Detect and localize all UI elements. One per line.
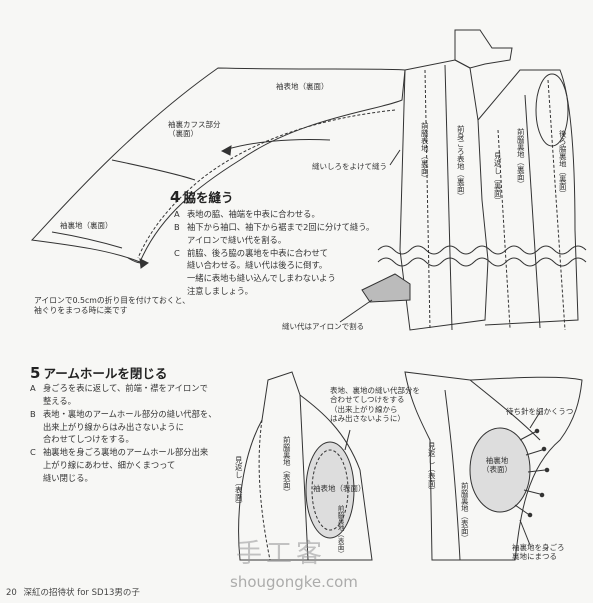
label-front-side-lining-small: 前脇裏地（表面） bbox=[336, 505, 345, 557]
label-sleeve-to-body: 袖裏地を身ごろ 裏地にまつる bbox=[512, 543, 565, 562]
section5-title: アームホールを閉じる bbox=[43, 366, 168, 381]
section4-steps: A 表地の脇、袖端を中表に合わせる。 B 袖下から袖口、袖下から裾まで2回に分けて縫… bbox=[174, 208, 374, 298]
label-front-side-lining: 前脇裏地（裏面） bbox=[516, 128, 526, 188]
section4-step-b: B 袖下から袖口、袖下から裾まで2回に分けて縫う。 アイロンで縫い代を割る。 bbox=[174, 221, 374, 247]
section5-step-b: B 表地・裏地のアームホール部分の縫い代部を、 出来上がり線からはみ出さないように… bbox=[30, 408, 217, 447]
label-sleeve-cuff: 袖裏カフス部分 （裏面） bbox=[168, 120, 221, 139]
label-seam-note: 表地、裏地の縫い代部分を 合わせてしつけをする （出来上がり線から はみ出さない… bbox=[330, 386, 420, 424]
section5-step-a: A 身ごろを表に返して、前端・襟をアイロンで 整える。 bbox=[30, 382, 217, 408]
step-mark: C bbox=[174, 247, 180, 258]
step-text: 表地・裏地のアームホール部分の縫い代部を、 出来上がり線からはみ出さないように … bbox=[43, 408, 217, 445]
back-panel bbox=[477, 69, 579, 326]
step-text: 表地の脇、袖端を中表に合わせる。 bbox=[187, 209, 320, 219]
pin-4 bbox=[523, 489, 541, 495]
body-front-2 bbox=[238, 371, 373, 561]
label-avoid-seam: 縫いしろをよけて縫う bbox=[312, 162, 387, 171]
section5-step-c: C 袖裏地を身ごろ裏地のアームホール部分出来 上がり線にあわせ、細かくまつって 縫… bbox=[30, 446, 217, 485]
sleeve-arrow-head bbox=[220, 145, 232, 156]
pin-3 bbox=[527, 469, 546, 473]
page-number: 20 bbox=[6, 588, 17, 598]
label-blind-stitch: 待ち針を細かくうつ bbox=[506, 407, 574, 416]
pin-5 bbox=[514, 504, 529, 515]
sleeve-stitch-line bbox=[137, 109, 396, 259]
step-text: 袖下から袖口、袖下から裾まで2回に分けて縫う。 アイロンで縫い代を割る。 bbox=[187, 221, 375, 245]
section4-step-a: A 表地の脇、袖端を中表に合わせる。 bbox=[174, 208, 374, 221]
watermark-url: shougongke.com bbox=[230, 573, 358, 591]
label-sleeve-lining: 袖裏地（裏面） bbox=[60, 221, 113, 230]
break-line bbox=[377, 245, 587, 255]
label-front-side-lining-front: 前脇裏地（表面） bbox=[282, 436, 292, 496]
label-front-side-lining-front-2: 前脇裏地（表面） bbox=[460, 482, 470, 542]
step-mark: B bbox=[30, 408, 36, 419]
sleeve-seam bbox=[111, 159, 196, 181]
sleeve-arrow bbox=[224, 138, 331, 151]
section4-step-c: C 前脇、後ろ脇の裏地を中表に合わせて 縫い合わせる。縫い代は後ろに倒す。 一緒に… bbox=[174, 247, 374, 298]
step-text: 前脇、後ろ脇の裏地を中表に合わせて 縫い合わせる。縫い代は後ろに倒す。 一緒に表… bbox=[187, 247, 336, 297]
label-back-side-lining: 後ろ脇裏地（裏面） bbox=[558, 130, 568, 198]
label-sleeve-outer: 袖表地（裏面） bbox=[276, 82, 329, 91]
armhole-oval bbox=[305, 441, 355, 539]
step-mark: C bbox=[30, 447, 36, 458]
label-facing: 見返し（裏面） bbox=[493, 152, 503, 205]
label-sleeve-outer-front: 袖表地（表面） bbox=[313, 484, 366, 493]
step-text: 袖裏地を身ごろ裏地のアームホール部分出来 上がり線にあわせ、細かくまつって 縫い… bbox=[43, 447, 209, 484]
label-facing-front-2: 見返し（表面） bbox=[427, 442, 437, 495]
pin-2 bbox=[525, 449, 543, 456]
page-footer: 20 深紅の招待状 for SD13男の子 bbox=[6, 586, 140, 598]
sleeve-fold bbox=[51, 231, 123, 249]
section5-steps: A 身ごろを表に返して、前端・襟をアイロンで 整える。 B 表地・裏地のアームホール… bbox=[30, 382, 217, 485]
section4-title: 脇を縫う bbox=[183, 190, 234, 205]
iron-shape bbox=[361, 273, 411, 303]
sleeve-outline bbox=[30, 67, 406, 263]
step-mark: B bbox=[174, 221, 180, 232]
label-sleeve-lining-front: 袖裏地 （表面） bbox=[482, 456, 512, 475]
label-iron-seam: 縫い代はアイロンで割る bbox=[282, 322, 365, 331]
pin-1 bbox=[519, 431, 536, 441]
label-front-side-outer: 前脇表地（裏面） bbox=[420, 122, 430, 182]
section4-number: 4 bbox=[170, 188, 181, 206]
body-front-3 bbox=[404, 371, 583, 561]
label-front-outer: 前身ごろ表地（裏面） bbox=[456, 125, 466, 200]
watermark-logo: 手工客 bbox=[236, 539, 327, 569]
collar bbox=[454, 29, 513, 69]
book-title: 深紅の招待状 for SD13男の子 bbox=[23, 588, 140, 598]
step-mark: A bbox=[30, 383, 36, 393]
label-facing-front: 見返し（表面） bbox=[234, 456, 244, 509]
section5-number: 5 bbox=[30, 364, 41, 382]
front-panel bbox=[399, 59, 489, 331]
sleeve-lining-oval bbox=[469, 427, 531, 513]
step-text: 身ごろを表に返して、前端・襟をアイロンで 整える。 bbox=[43, 383, 208, 406]
step-mark: A bbox=[174, 209, 180, 219]
label-cuff-note: アイロンで0.5cmの折り目を付けておくと、 袖ぐりをまつる時に楽です bbox=[34, 296, 190, 315]
